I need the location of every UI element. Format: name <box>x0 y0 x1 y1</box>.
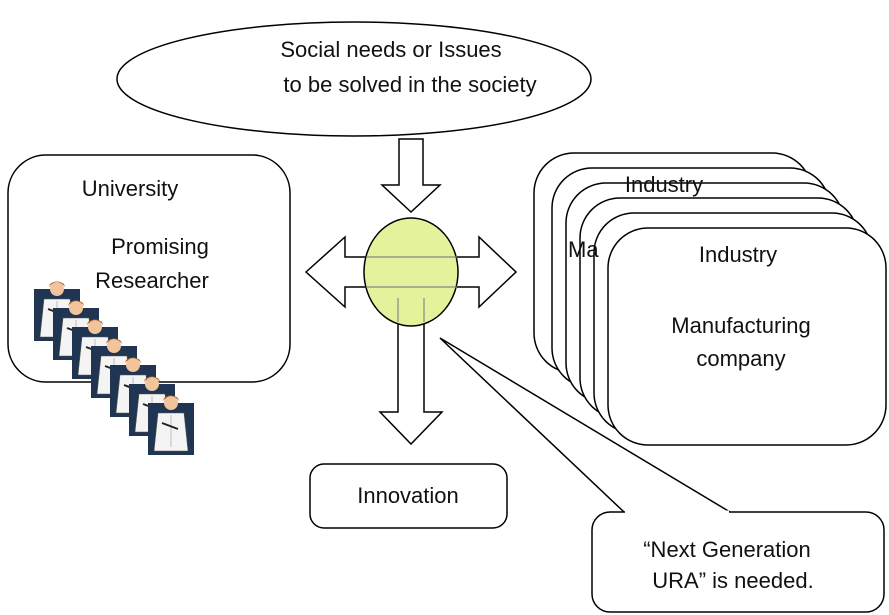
social-needs-line2: to be solved in the society <box>283 72 536 97</box>
callout-line1: “Next Generation <box>643 537 811 562</box>
industry-back-title: Industry <box>625 172 703 197</box>
social-needs-ellipse <box>116 21 592 137</box>
industry-front-line2: company <box>696 346 785 371</box>
callout-box <box>591 511 885 613</box>
industry-front-box <box>607 227 887 446</box>
industry-front-title: Industry <box>699 242 777 267</box>
callout-line2: URA” is needed. <box>652 568 813 593</box>
hub-ellipse <box>363 217 459 327</box>
industry-front-line1: Manufacturing <box>671 313 810 338</box>
university-line2: Researcher <box>95 268 209 293</box>
industry-back-partial: Ma <box>568 237 599 262</box>
down-arrow-top <box>380 138 442 214</box>
social-needs-line1: Social needs or Issues <box>280 37 501 62</box>
innovation-label: Innovation <box>357 483 459 508</box>
hub-arrow-overlay <box>366 256 457 322</box>
callout-pointer <box>439 337 731 513</box>
researcher-figure-icon <box>147 394 195 456</box>
university-line1: Promising <box>111 234 209 259</box>
university-title: University <box>82 176 179 201</box>
innovation-box <box>309 463 508 529</box>
